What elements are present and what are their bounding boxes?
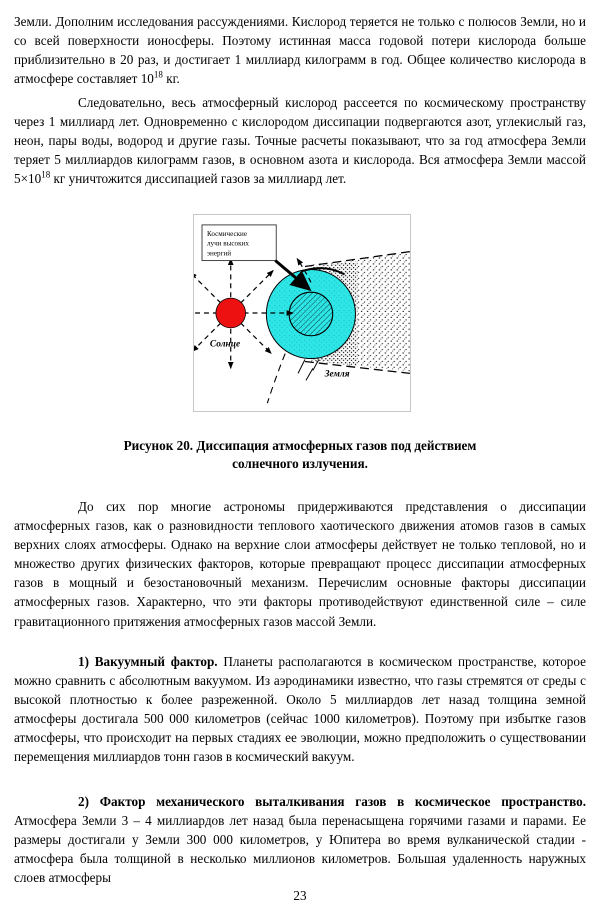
figure-svg: Земля Солнце — [194, 224, 410, 404]
list-item-2: 2) Фактор механического выталкивания газ… — [14, 792, 586, 887]
earth-orbit-arc — [266, 353, 286, 404]
sun-ray-se — [240, 322, 272, 355]
cosmic-rays-line-3: энергий — [207, 250, 231, 258]
cosmic-rays-callout: Космические лучи высоких энергий — [201, 224, 277, 262]
paragraph-2-text: Следовательно, весь атмосферный кислород… — [14, 95, 586, 187]
sun-ray-ne — [240, 270, 274, 304]
cosmic-rays-line-1: Космические — [207, 230, 247, 238]
earth-label-leader-a — [297, 359, 306, 374]
figure-dissipation-diagram: Земля Солнце — [193, 214, 411, 412]
earth-core — [288, 291, 334, 337]
paragraph-1-tail: кг. — [162, 71, 180, 87]
paragraph-3: До сих пор многие астрономы придерживают… — [14, 499, 586, 629]
earth-label-leader-c — [312, 359, 320, 371]
list-item-1-title: Вакуумный фактор. — [94, 654, 218, 669]
list-item-1: 1) Вакуумный фактор. Планеты располагают… — [14, 652, 586, 767]
page-number: 23 — [293, 888, 307, 903]
paragraph-2: Следовательно, весь атмосферный кислород… — [14, 93, 586, 188]
figure-caption-line-2: солнечного излучения. — [232, 456, 368, 471]
cosmic-ray-arrow — [274, 259, 312, 292]
earth-label-leader-b — [305, 368, 314, 381]
list-item-1-body: Планеты располагаются в космическом прос… — [14, 654, 587, 765]
sun-ray-sw — [194, 322, 222, 353]
paragraph-1: Земли. Дополним исследования рассуждения… — [14, 12, 586, 88]
list-item-2-title: Фактор механического выталкивания газов … — [99, 794, 587, 809]
paragraph-1-text: Земли. Дополним исследования рассуждения… — [14, 14, 586, 87]
sun-disc — [215, 297, 246, 329]
list-item-2-body: Атмосфера Земли 3 – 4 миллиардов лет наз… — [14, 813, 586, 886]
figure-caption-line-1: Рисунок 20. Диссипация атмосферных газов… — [123, 438, 477, 453]
sun-group — [194, 257, 294, 370]
paragraph-2-tail: кг уничтожится диссипацией газов за милл… — [50, 171, 347, 187]
exponent-18: 18 — [153, 69, 163, 80]
list-item-2-number: 2) — [78, 794, 89, 809]
earth-label: Земля — [324, 369, 350, 379]
cosmic-rays-line-2: лучи высоких — [207, 240, 249, 248]
sun-label: Солнце — [210, 340, 240, 350]
sun-ray-nw — [194, 271, 222, 304]
atmosphere-top-arc — [300, 267, 346, 276]
figure-caption: Рисунок 20. Диссипация атмосферных газов… — [14, 437, 586, 473]
earth-group — [265, 268, 356, 360]
exponent-18-b: 18 — [41, 169, 51, 180]
cosmic-rays-box — [201, 224, 277, 262]
list-item-1-number: 1) — [78, 654, 89, 669]
